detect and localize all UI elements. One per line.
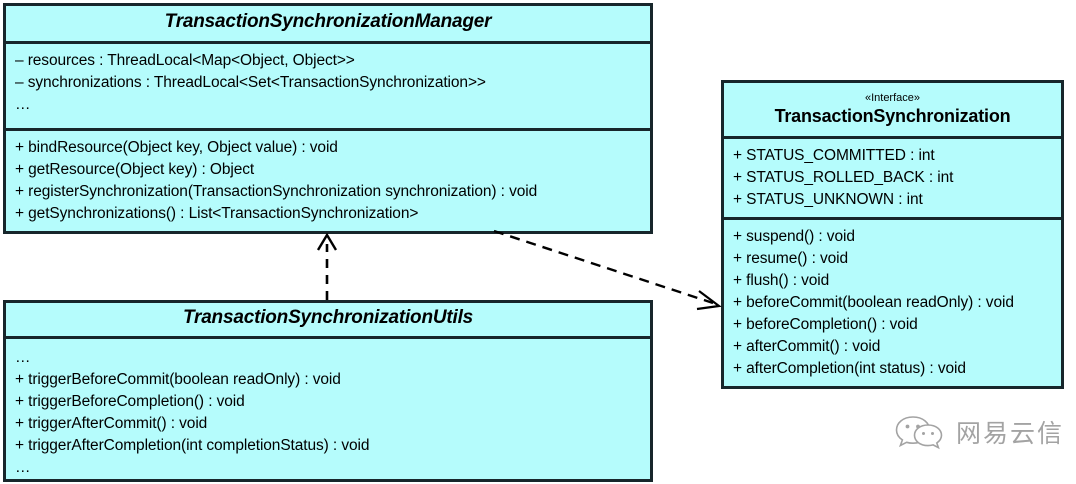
stereotype-label: «Interface» [864,91,921,104]
constant-row: + STATUS_COMMITTED : int [733,147,935,164]
class-box-transaction-synchronization-manager[interactable]: TransactionSynchronizationManager – reso… [3,3,653,234]
class-header-interface: «Interface» TransactionSynchronization [724,83,1061,136]
operation-row: + triggerAfterCompletion(int completionS… [15,436,370,454]
operations-compartment-manager: + bindResource(Object key, Object value)… [6,128,650,231]
attribute-row-ellipsis: … [15,96,32,114]
operation-row-ellipsis: … [15,348,32,366]
operation-row: + suspend() : void [733,228,855,245]
operation-row: + triggerAfterCommit() : void [15,414,208,432]
operation-row: + afterCompletion(int status) : void [733,360,966,377]
operation-row: + registerSynchronization(TransactionSyn… [15,183,538,200]
connector-manager-to-interface [493,229,722,311]
operation-row: + afterCommit() : void [733,338,881,355]
attributes-compartment-manager: – resources : ThreadLocal<Map<Object, Ob… [6,41,650,128]
attribute-row: – synchronizations : ThreadLocal<Set<Tra… [15,74,486,92]
operation-row: + getSynchronizations() : List<Transacti… [15,205,419,222]
class-box-transaction-synchronization-interface[interactable]: «Interface» TransactionSynchronization +… [721,80,1064,389]
wechat-logo-icon [895,416,943,450]
watermark: 网易云信 [895,413,1064,451]
operation-row: + bindResource(Object key, Object value)… [15,139,338,156]
class-title-manager: TransactionSynchronizationManager [164,11,492,33]
attribute-row: – resources : ThreadLocal<Map<Object, Ob… [15,52,355,70]
operations-compartment-utils: … + triggerBeforeCommit(boolean readOnly… [6,335,650,484]
operation-row-ellipsis: … [15,458,32,476]
constant-row: + STATUS_ROLLED_BACK : int [733,169,954,186]
operation-row: + triggerBeforeCommit(boolean readOnly) … [15,370,341,388]
class-box-transaction-synchronization-utils[interactable]: TransactionSynchronizationUtils … + trig… [3,300,653,482]
class-title-utils: TransactionSynchronizationUtils [182,307,474,328]
operation-row: + beforeCompletion() : void [733,316,918,333]
operation-row: + flush() : void [733,272,830,289]
class-header-utils: TransactionSynchronizationUtils [6,303,650,336]
constants-compartment-interface: + STATUS_COMMITTED : int + STATUS_ROLLED… [724,136,1061,217]
connector-utils-to-manager [316,232,338,300]
constant-row: + STATUS_UNKNOWN : int [733,191,923,208]
operation-row: + resume() : void [733,250,849,267]
operation-row: + beforeCommit(boolean readOnly) : void [733,294,1014,311]
operation-row: + triggerBeforeCompletion() : void [15,392,245,410]
class-header-manager: TransactionSynchronizationManager [6,6,650,41]
operations-compartment-interface: + suspend() : void + resume() : void + f… [724,217,1061,386]
class-title-interface: TransactionSynchronization [774,105,1011,126]
watermark-text: 网易云信 [956,419,1065,448]
operation-row: + getResource(Object key) : Object [15,161,255,178]
